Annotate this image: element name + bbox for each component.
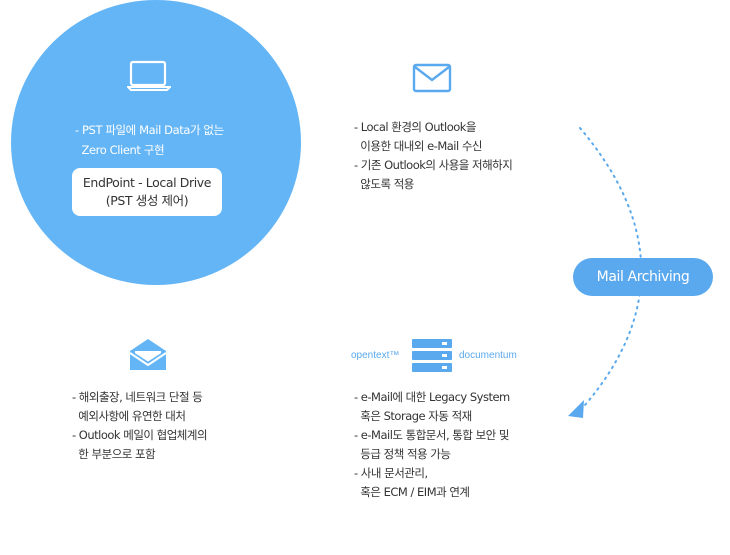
archiving-description: - e-Mail에 대한 Legacy System 혹은 Storage 자동…: [354, 390, 510, 499]
arrow-head-icon: [568, 400, 584, 418]
circle-line: Zero Client 구현: [75, 143, 165, 157]
endpoint-circle: [11, 0, 301, 285]
outlook-receive-description: - Local 환경의 Outlook을 이용한 대내외 e-Mail 수신 -…: [354, 120, 513, 191]
server-icon: [412, 339, 452, 372]
mail-archiving-badge: Mail Archiving: [573, 258, 713, 296]
laptop-icon: [127, 60, 171, 91]
envelope-icon: [412, 63, 452, 93]
opentext-logo: opentext™: [351, 350, 400, 361]
endpoint-box: EndPoint - Local Drive (PST 생성 제어): [72, 168, 222, 216]
circle-line: - PST 파일에 Mail Data가 없는: [75, 123, 224, 137]
offline-description: - 해외출장, 네트워크 단절 등 예외사항에 유연한 대처 - Outlook…: [72, 390, 208, 461]
endpoint-box-line1: EndPoint - Local Drive: [82, 175, 212, 190]
endpoint-box-line2: (PST 생성 제어): [105, 193, 189, 208]
documentum-logo: documentum: [459, 350, 517, 361]
open-envelope-icon: [129, 339, 167, 370]
circle-description: - PST 파일에 Mail Data가 없는 Zero Client 구현: [75, 120, 265, 160]
